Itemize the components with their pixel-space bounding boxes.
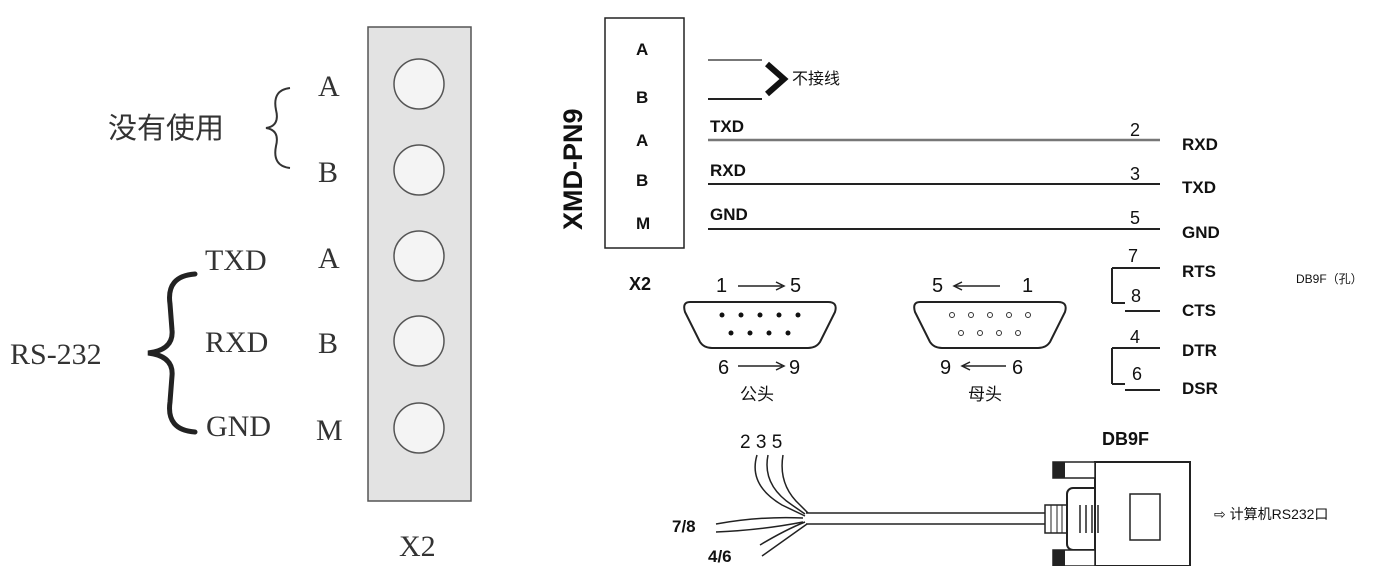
screw-head [1053,462,1065,478]
wire-source-rxd: RXD [710,161,746,180]
cable-wire [754,454,806,517]
wire-source-txd: TXD [710,117,744,136]
cable-wire [781,454,809,514]
jumper-signal-dtr: DTR [1182,341,1217,360]
terminal-hole [393,315,445,367]
screw-head [1053,550,1065,566]
wire-pin-3: 3 [1130,164,1140,184]
male-pin-label: 6 [718,357,729,379]
jumper-signal-cts: CTS [1182,301,1216,320]
jumper-pin-7: 7 [1128,246,1138,266]
terminal-hole [393,58,445,110]
terminal-letter: A [318,242,340,275]
device-label: XMD-PN9 [558,108,588,230]
computer-port-label: ⇨ 计算机RS232口 [1214,506,1328,522]
pin-letter: B [636,88,648,107]
loose-lead [759,521,806,546]
male-connector: 1 5 6 9 公头 [683,275,837,404]
male-pins [719,312,801,336]
wire-dest-rxd: RXD [1182,135,1218,154]
terminal-letter: B [318,327,338,360]
pin-box-label: X2 [629,274,651,294]
wire-pin-5: 5 [1130,208,1140,228]
loose-lead [715,521,804,533]
jumper-signal-rts: RTS [1182,262,1216,281]
male-pin-label: 5 [790,275,801,297]
terminal-letter: A [318,70,340,103]
rs232-brace [147,271,198,435]
female-holes [949,312,1031,336]
pin-letter: M [636,214,650,233]
pin-box [604,17,685,249]
no-connect-arrow-icon [765,61,789,97]
loose-lead [715,516,804,525]
jumper-signal-dsr: DSR [1182,379,1218,398]
terminal-letter: B [318,156,338,189]
pin-letter: A [636,40,648,59]
left-block-label: X2 [399,530,436,563]
loose-lead-label-46: 4/6 [708,547,732,566]
db9-hole-label: DB9F（孔） [1296,272,1363,286]
signal-label-rxd: RXD [205,326,268,359]
right-diagram: XMD-PN9 A B A B M X2 不接线 TXD 2 RXD RXD 3… [558,17,1363,566]
rs232-label: RS-232 [10,338,102,371]
jumper-pin-4: 4 [1130,327,1140,347]
loose-lead-label-78: 7/8 [672,517,696,536]
female-pin-label: 5 [932,275,943,297]
arrow-icon [775,361,786,371]
pin-letter: B [636,171,648,190]
arrow-icon [960,361,971,371]
wire-source-gnd: GND [710,205,748,224]
cable-wire [766,454,806,515]
female-label: 母头 [968,385,1002,404]
male-pin-label: 1 [716,275,727,297]
left-diagram: A B A B M 没有使用 TXD RXD GND RS-232 X2 [10,26,472,563]
jumper-pin-6: 6 [1132,364,1142,384]
terminal-letter: M [316,414,343,447]
wire-dest-gnd: GND [1182,223,1220,242]
female-pin-label: 1 [1022,275,1033,297]
jumper-pin-8: 8 [1131,286,1141,306]
cable-assembly: 2 3 5 7/8 4/6 [672,429,1328,566]
terminal-hole [393,144,445,196]
male-pin-label: 9 [789,357,800,379]
wire-pin-2: 2 [1130,120,1140,140]
female-pin-label: 6 [1012,357,1023,379]
loose-lead [761,523,808,557]
db9f-connector-label: DB9F [1102,429,1149,449]
female-connector: 5 1 9 6 母头 [913,275,1067,404]
no-connect-label: 不接线 [792,70,840,88]
unused-brace [265,87,291,169]
unused-label: 没有使用 [108,112,224,145]
signal-label-gnd: GND [206,410,271,443]
terminal-hole [393,230,445,282]
male-label: 公头 [740,385,774,404]
male-shell [683,301,837,349]
cable-wire-numbers: 2 3 5 [740,432,782,453]
female-shell [913,301,1067,349]
arrow-icon [775,281,786,291]
db9-connector-face [1129,493,1161,541]
strain-relief [1044,504,1068,534]
wire-dest-txd: TXD [1182,178,1216,197]
female-pin-label: 9 [940,357,951,379]
pin-letter: A [636,131,648,150]
arrow-icon [952,281,963,291]
terminal-hole [393,402,445,454]
signal-label-txd: TXD [205,244,267,277]
